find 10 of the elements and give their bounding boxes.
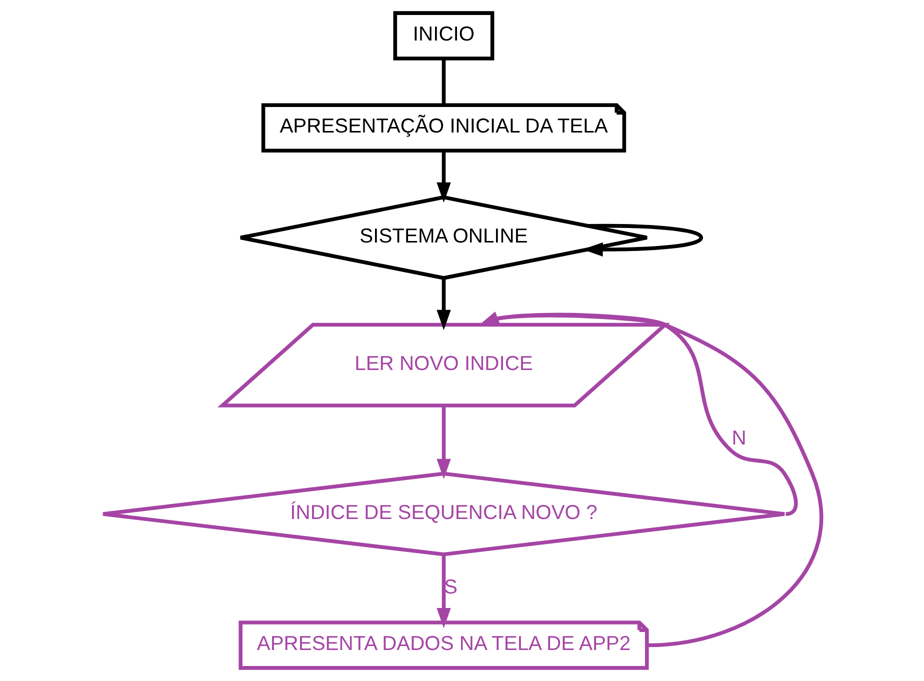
edge-label: S (443, 576, 457, 598)
edge-label: N (731, 427, 746, 450)
node-box: INICIO (392, 11, 494, 60)
arrow (436, 554, 450, 628)
node-diamond: SISTEMA ONLINE (238, 195, 648, 280)
connector (441, 58, 446, 106)
arrow (436, 150, 450, 203)
arrow (436, 278, 450, 330)
node-diamond: ÍNDICE DE SEQUENCIA NOVO ? (100, 472, 786, 556)
arrow (436, 406, 450, 480)
